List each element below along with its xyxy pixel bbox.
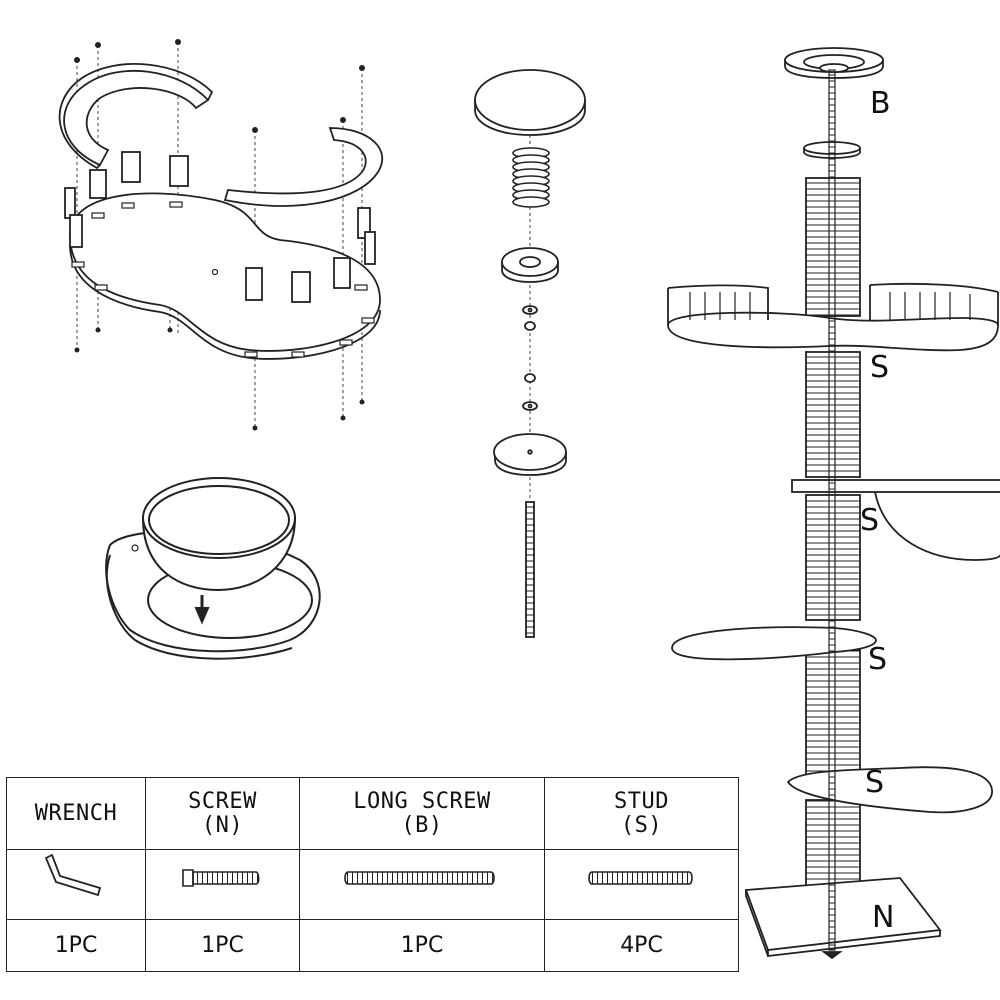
screw-qty: 1PC bbox=[145, 919, 300, 972]
parts-table-icon-row bbox=[6, 849, 739, 920]
screw-icon-cell bbox=[145, 849, 300, 920]
stud-qty: 4PC bbox=[544, 919, 739, 972]
screw-label: N bbox=[872, 900, 895, 935]
column-header-wrench: WRENCH bbox=[6, 777, 146, 850]
parts-table-header-row: WRENCH SCREW (N) LONG SCREW (B) STUD (S) bbox=[6, 777, 739, 850]
column-header-long-screw: LONG SCREW (B) bbox=[299, 777, 545, 850]
stud-icon-cell bbox=[544, 849, 739, 920]
basket-platform-exploded bbox=[58, 39, 384, 431]
column-header-screw: SCREW (N) bbox=[145, 777, 300, 850]
bowl-assembly bbox=[105, 477, 321, 660]
long-screw-qty: 1PC bbox=[299, 919, 545, 972]
spring-top-exploded bbox=[474, 69, 586, 638]
long-screw-label: B bbox=[870, 86, 891, 121]
parts-table-qty-row: 1PC 1PC 1PC 4PC bbox=[6, 919, 739, 972]
stud-label-4: S bbox=[865, 765, 885, 800]
stud-label-3: S bbox=[868, 642, 888, 677]
assembled-cat-tree bbox=[667, 47, 1000, 960]
stud-label-2: S bbox=[860, 503, 880, 538]
stud-label-1: S bbox=[870, 350, 890, 385]
long-screw-icon-cell bbox=[299, 849, 545, 920]
wrench-icon-cell bbox=[6, 849, 146, 920]
parts-table: WRENCH SCREW (N) LONG SCREW (B) STUD (S)… bbox=[6, 777, 739, 972]
column-header-stud: STUD (S) bbox=[544, 777, 739, 850]
wrench-qty: 1PC bbox=[6, 919, 146, 972]
